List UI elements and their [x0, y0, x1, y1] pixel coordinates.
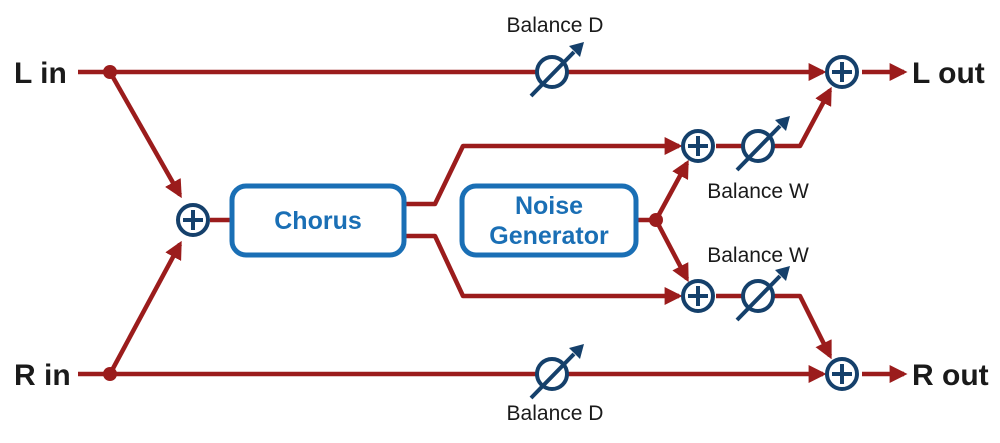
wire-chorus-top-to-sum [404, 137, 683, 207]
r-out-sum-icon [825, 357, 859, 391]
junction-dot-noise-out [649, 213, 663, 227]
balance-w-top-label: Balance W [707, 180, 809, 203]
wire-bottom-wet-to-r-out-sum [773, 293, 833, 360]
noise-label-line1: Noise [515, 192, 583, 220]
chorus-block: Chorus [229, 183, 407, 258]
wire-noise-to-top-sum [654, 159, 689, 222]
balance-w-bottom-knob-icon [735, 266, 790, 322]
l-out-label: L out [912, 57, 985, 90]
balance-d-bottom-knob-icon [529, 344, 584, 400]
chorus-label: Chorus [274, 207, 362, 235]
noise-generator-block: Noise Generator [459, 183, 639, 258]
balance-d-bottom-label: Balance D [507, 402, 604, 425]
junction-dot-l-in [103, 65, 117, 79]
l-in-label: L in [14, 57, 67, 90]
wire-noise-to-bottom-sum [654, 218, 689, 283]
bottom-wet-sum-icon [681, 279, 715, 313]
balance-d-top-knob-icon [529, 42, 584, 98]
balance-d-top-label: Balance D [507, 14, 604, 37]
noise-label-line2: Generator [489, 222, 609, 250]
junction-dot-r-in [103, 367, 117, 381]
balance-w-bottom-label: Balance W [707, 244, 809, 267]
r-out-label: R out [912, 359, 989, 392]
wire-l-to-input-sum [108, 70, 182, 199]
wire-r-to-input-sum [108, 240, 182, 376]
top-wet-sum-icon [681, 129, 715, 163]
l-out-sum-icon [825, 55, 859, 89]
wire-chorus-bottom-to-sum [404, 233, 683, 305]
wire-top-wet-to-l-out-sum [773, 86, 832, 149]
input-sum-icon [176, 203, 210, 237]
balance-w-top-knob-icon [735, 116, 790, 172]
r-in-label: R in [14, 359, 71, 392]
